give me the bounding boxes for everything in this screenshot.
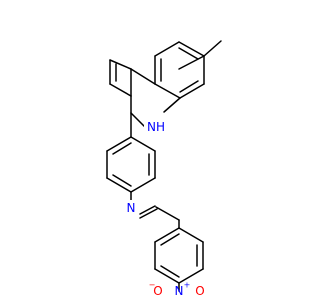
bond <box>139 208 158 219</box>
bond <box>130 68 156 85</box>
bond <box>160 233 180 246</box>
bond <box>154 41 180 57</box>
nitro-oxygen-charge: − <box>149 281 156 290</box>
bond <box>163 97 181 113</box>
bond <box>112 142 132 155</box>
tetrahydroquinoline-ring <box>130 68 181 138</box>
bond <box>155 206 180 221</box>
nitro-oxygen-minus-label: O <box>153 284 162 298</box>
nitro-nitrogen-label: N <box>175 284 184 298</box>
bond <box>160 265 180 278</box>
molecule-structure-drawing: NH N N + O − O <box>106 40 222 298</box>
bond <box>154 268 180 284</box>
bond <box>178 268 204 284</box>
bond <box>178 47 199 60</box>
imine-nitrogen-label: N <box>127 201 136 215</box>
bond <box>178 41 205 57</box>
methyl-benzo-ring <box>130 40 222 99</box>
cyclopentene-ring <box>109 59 132 97</box>
bond <box>203 40 222 57</box>
bond <box>130 177 156 193</box>
bond <box>130 112 147 129</box>
label-background <box>144 119 168 135</box>
bond <box>139 205 156 215</box>
bond <box>109 83 132 97</box>
phenylene-ring <box>106 136 156 193</box>
bond <box>179 83 205 99</box>
atom-labels: NH N N + O − O <box>124 119 205 298</box>
amine-nh-label: NH <box>147 120 165 134</box>
bond <box>130 136 156 152</box>
nitro-oxygen-label: O <box>195 284 204 298</box>
bond <box>154 83 181 99</box>
bond <box>179 80 199 93</box>
bond <box>178 227 204 243</box>
bond <box>178 55 205 70</box>
label-background <box>124 200 138 216</box>
imine-linker <box>130 191 180 221</box>
nitro-nitrogen-charge: + <box>184 281 191 290</box>
bond <box>112 174 132 187</box>
nitrophenyl-ring <box>154 219 204 284</box>
bond <box>154 227 180 243</box>
bond <box>106 177 132 193</box>
bond <box>109 59 132 70</box>
bond <box>106 136 132 152</box>
